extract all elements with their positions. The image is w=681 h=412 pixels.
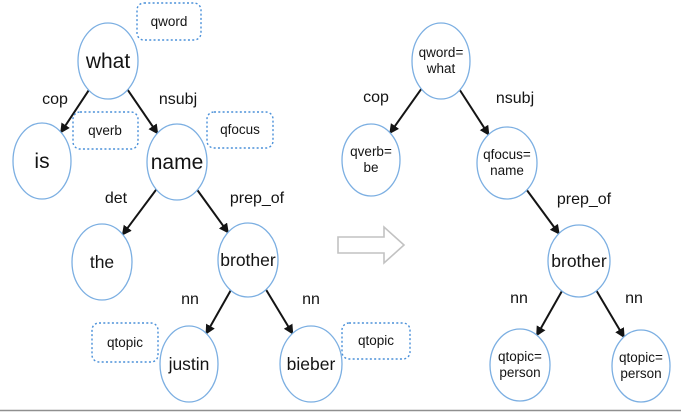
node-bieber bbox=[279, 325, 343, 403]
node-bieber-label: bieber bbox=[287, 354, 336, 374]
node-qword-what bbox=[411, 22, 471, 100]
node-qtopic-person-left-line1: qtopic= bbox=[498, 349, 542, 364]
node-qverb-be bbox=[341, 123, 401, 197]
transform-right-arrow-icon bbox=[337, 225, 406, 265]
tag-qtopic-right-label: qtopic bbox=[358, 333, 394, 348]
tag-qfocus-label: qfocus bbox=[220, 122, 260, 137]
node-qtopic-person-left-line2: person bbox=[499, 365, 540, 380]
left-tree: cop nsubj det prep_of nn nn what is name… bbox=[12, 2, 411, 403]
edge-label-prep-of-r: prep_of bbox=[557, 191, 612, 208]
node-is bbox=[12, 122, 72, 200]
node-qfocus-name bbox=[476, 126, 538, 200]
node-brother-left-label: brother bbox=[220, 250, 276, 270]
edge-prep-of-right bbox=[525, 189, 560, 235]
tag-box-qword bbox=[136, 2, 202, 41]
node-justin bbox=[159, 325, 219, 403]
edge-nn-left-2 bbox=[265, 289, 294, 335]
node-name-label: name bbox=[151, 151, 204, 174]
node-qtopic-person-right-line1: qtopic= bbox=[619, 350, 663, 365]
node-brother-right bbox=[547, 224, 611, 298]
edge-det-left bbox=[121, 188, 158, 236]
node-qfocus-name-line1: qfocus= bbox=[483, 147, 531, 162]
node-name bbox=[146, 123, 208, 201]
node-the-label: the bbox=[90, 252, 114, 272]
tag-qtopic-left-label: qtopic bbox=[107, 335, 143, 350]
edge-label-cop-r: cop bbox=[363, 89, 389, 106]
node-qtopic-person-right bbox=[611, 329, 671, 403]
node-justin-label: justin bbox=[168, 354, 210, 374]
tag-box-qtopic-left bbox=[91, 322, 159, 363]
node-qverb-be-line1: qverb= bbox=[350, 144, 392, 159]
edge-label-nn-2: nn bbox=[302, 291, 320, 308]
edge-label-nn-r-2: nn bbox=[625, 290, 643, 307]
edge-nn-left-1 bbox=[205, 289, 232, 335]
node-the bbox=[71, 223, 133, 301]
node-what bbox=[77, 22, 139, 100]
edge-prep-of-left bbox=[196, 189, 229, 234]
tag-box-qverb bbox=[72, 111, 139, 150]
node-qverb-be-line2: be bbox=[363, 160, 378, 175]
edge-nsubj-left bbox=[126, 89, 159, 135]
edge-label-prep-of: prep_of bbox=[230, 190, 285, 207]
tag-box-qfocus bbox=[206, 111, 274, 149]
tag-qword-label: qword bbox=[151, 14, 188, 29]
right-tree: cop nsubj prep_of nn nn qword= what qver… bbox=[341, 22, 671, 403]
node-brother-left bbox=[217, 222, 279, 298]
edge-nn-right-2 bbox=[595, 290, 625, 339]
tag-box-qtopic-right bbox=[341, 322, 411, 360]
node-qword-what-line2: what bbox=[426, 61, 456, 76]
node-qtopic-person-right-line2: person bbox=[620, 366, 661, 381]
edge-nsubj-right bbox=[458, 89, 490, 136]
node-is-label: is bbox=[34, 150, 49, 173]
node-what-label: what bbox=[85, 50, 131, 73]
edge-label-nsubj-r: nsubj bbox=[496, 90, 534, 107]
edge-cop-left bbox=[60, 89, 90, 134]
edge-label-nsubj: nsubj bbox=[159, 91, 197, 108]
node-qfocus-name-line2: name bbox=[490, 163, 524, 178]
edge-label-nn-1: nn bbox=[181, 291, 199, 308]
edge-label-det: det bbox=[105, 190, 128, 207]
edge-cop-right bbox=[389, 88, 423, 135]
node-qword-what-line1: qword= bbox=[419, 45, 464, 60]
edge-nn-right-1 bbox=[536, 290, 563, 337]
tag-qverb-label: qverb bbox=[88, 123, 122, 138]
edge-label-cop: cop bbox=[42, 91, 68, 108]
node-brother-right-label: brother bbox=[551, 251, 607, 271]
node-qtopic-person-left bbox=[489, 328, 551, 402]
edge-label-nn-r-1: nn bbox=[510, 290, 528, 307]
